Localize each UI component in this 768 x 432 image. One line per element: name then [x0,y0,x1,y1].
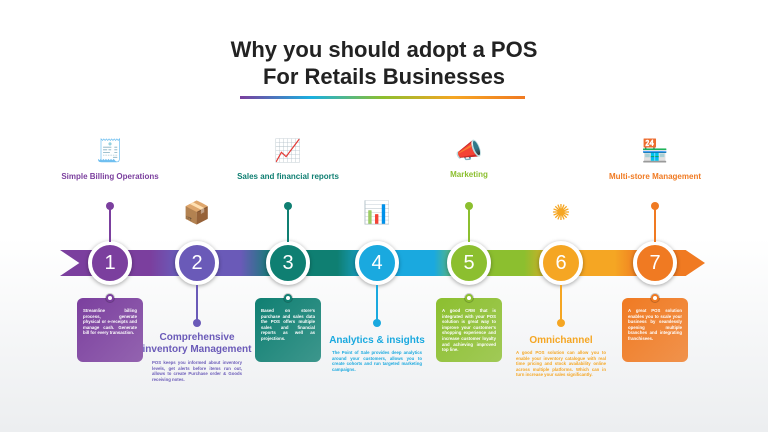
step-1-title: Simple Billing Operations [61,172,159,181]
connector-line [109,206,111,242]
step-3-description-box: Based on store's purchase and sales data… [255,298,321,362]
step-1-circle: 1 [88,241,132,285]
step-7-description-box: A great POS solution enables you to scal… [622,298,688,362]
connector-dot [193,319,201,327]
step-7-circle: 7 [633,241,677,285]
box-hanger [465,294,473,302]
step-2-title: Comprehensive inventory Management [142,332,252,355]
step-1-description-box: Streamline billing process, generate phy… [77,298,143,362]
step-4-title: Analytics & insights [329,335,425,346]
analytics-icon: 📊 [363,200,391,225]
step-3-circle: 3 [266,241,310,285]
connector-line [468,206,470,242]
step-3-title: Sales and financial reports [237,172,339,181]
step-2-circle: 2 [175,241,219,285]
box-hanger [284,294,292,302]
connector-line [376,285,378,321]
connector-dot [373,319,381,327]
step-7-title: Multi-store Management [608,172,701,181]
step-6-description: A good POS solution can allow you to ena… [516,350,606,378]
step-5-title: Marketing [450,170,488,179]
store-icon: 🏪 [641,138,669,163]
megaphone-icon: 📣 [455,138,483,163]
boxes-icon: 📦 [183,200,211,225]
connector-line [287,206,289,242]
network-icon: ✺ [551,200,571,225]
connector-line [560,285,562,321]
step-4-circle: 4 [355,241,399,285]
bill-icon: 🧾 [96,138,124,163]
connector-dot [557,319,565,327]
box-hanger [651,294,659,302]
step-5-description-box: A good CRM that is integrated with your … [436,298,502,362]
connector-line [196,285,198,321]
step-6-circle: 6 [539,241,583,285]
step-2-description: POS keeps you informed about inventory l… [152,360,242,382]
step-4-description: The Point of Sale provides deep analytic… [332,350,422,372]
step-6-title: Omnichannel [529,335,593,346]
title-underline [240,96,525,99]
step-5-circle: 5 [447,241,491,285]
growth-chart-icon: 📈 [274,138,302,163]
connector-line [654,206,656,242]
box-hanger [106,294,114,302]
